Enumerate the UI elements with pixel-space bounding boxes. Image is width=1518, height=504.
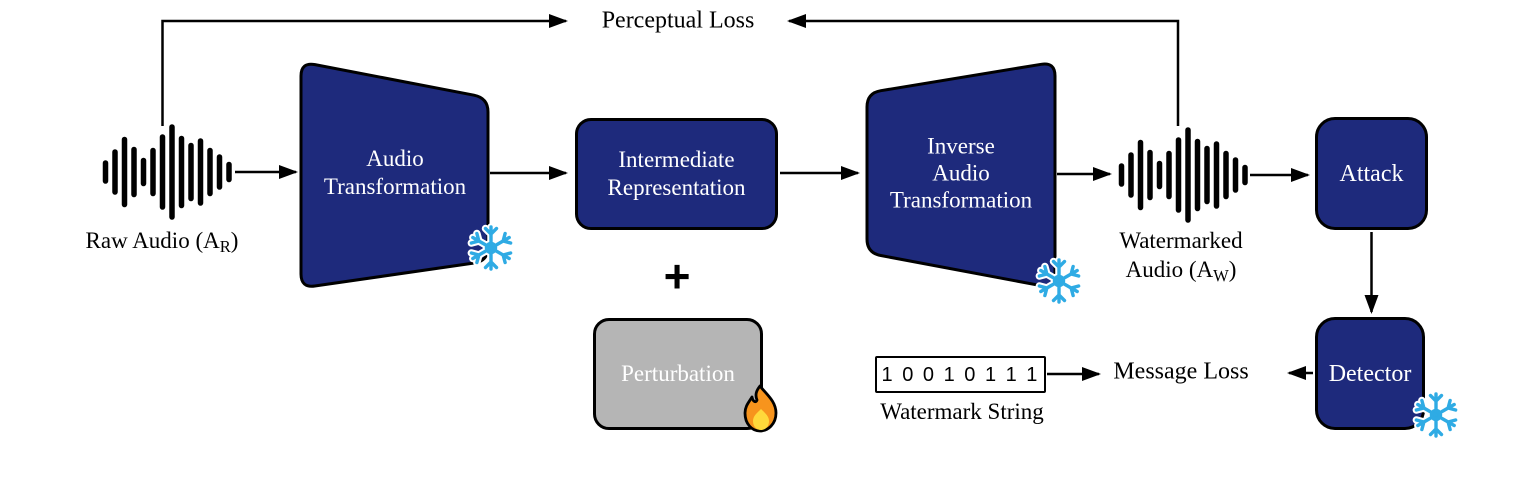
perceptual-loss-label: Perceptual Loss (601, 7, 755, 34)
attack-block: Attack (1315, 117, 1428, 230)
intermediate-representation-block: Intermediate Representation (575, 118, 778, 230)
watermarked-audio-label: Watermarked Audio (AW) (1119, 228, 1243, 286)
watermarked-audio-waveform-icon (1118, 127, 1248, 223)
detector-block: Detector (1315, 317, 1425, 430)
inverse-audio-transformation-label: Inverse Audio Transformation (889, 133, 1033, 213)
perturbation-block: Perturbation (593, 318, 763, 430)
watermark-string-box: 1 0 0 1 0 1 1 1 (875, 356, 1046, 393)
arrow-raw-audio-to-perceptual-loss (161, 14, 568, 126)
plus-operator: + (663, 250, 691, 302)
audio-transformation-label: Audio Transformation (323, 146, 467, 199)
message-loss-label: Message Loss (1113, 358, 1249, 385)
watermark-bits: 1 0 0 1 0 1 1 1 (881, 363, 1040, 386)
raw-audio-label: Raw Audio (AR) (85, 228, 239, 257)
watermark-string-caption: Watermark String (880, 399, 1044, 424)
raw-audio-waveform-icon (102, 124, 232, 220)
arrow-watermarked-audio-to-perceptual-loss (787, 14, 1180, 126)
